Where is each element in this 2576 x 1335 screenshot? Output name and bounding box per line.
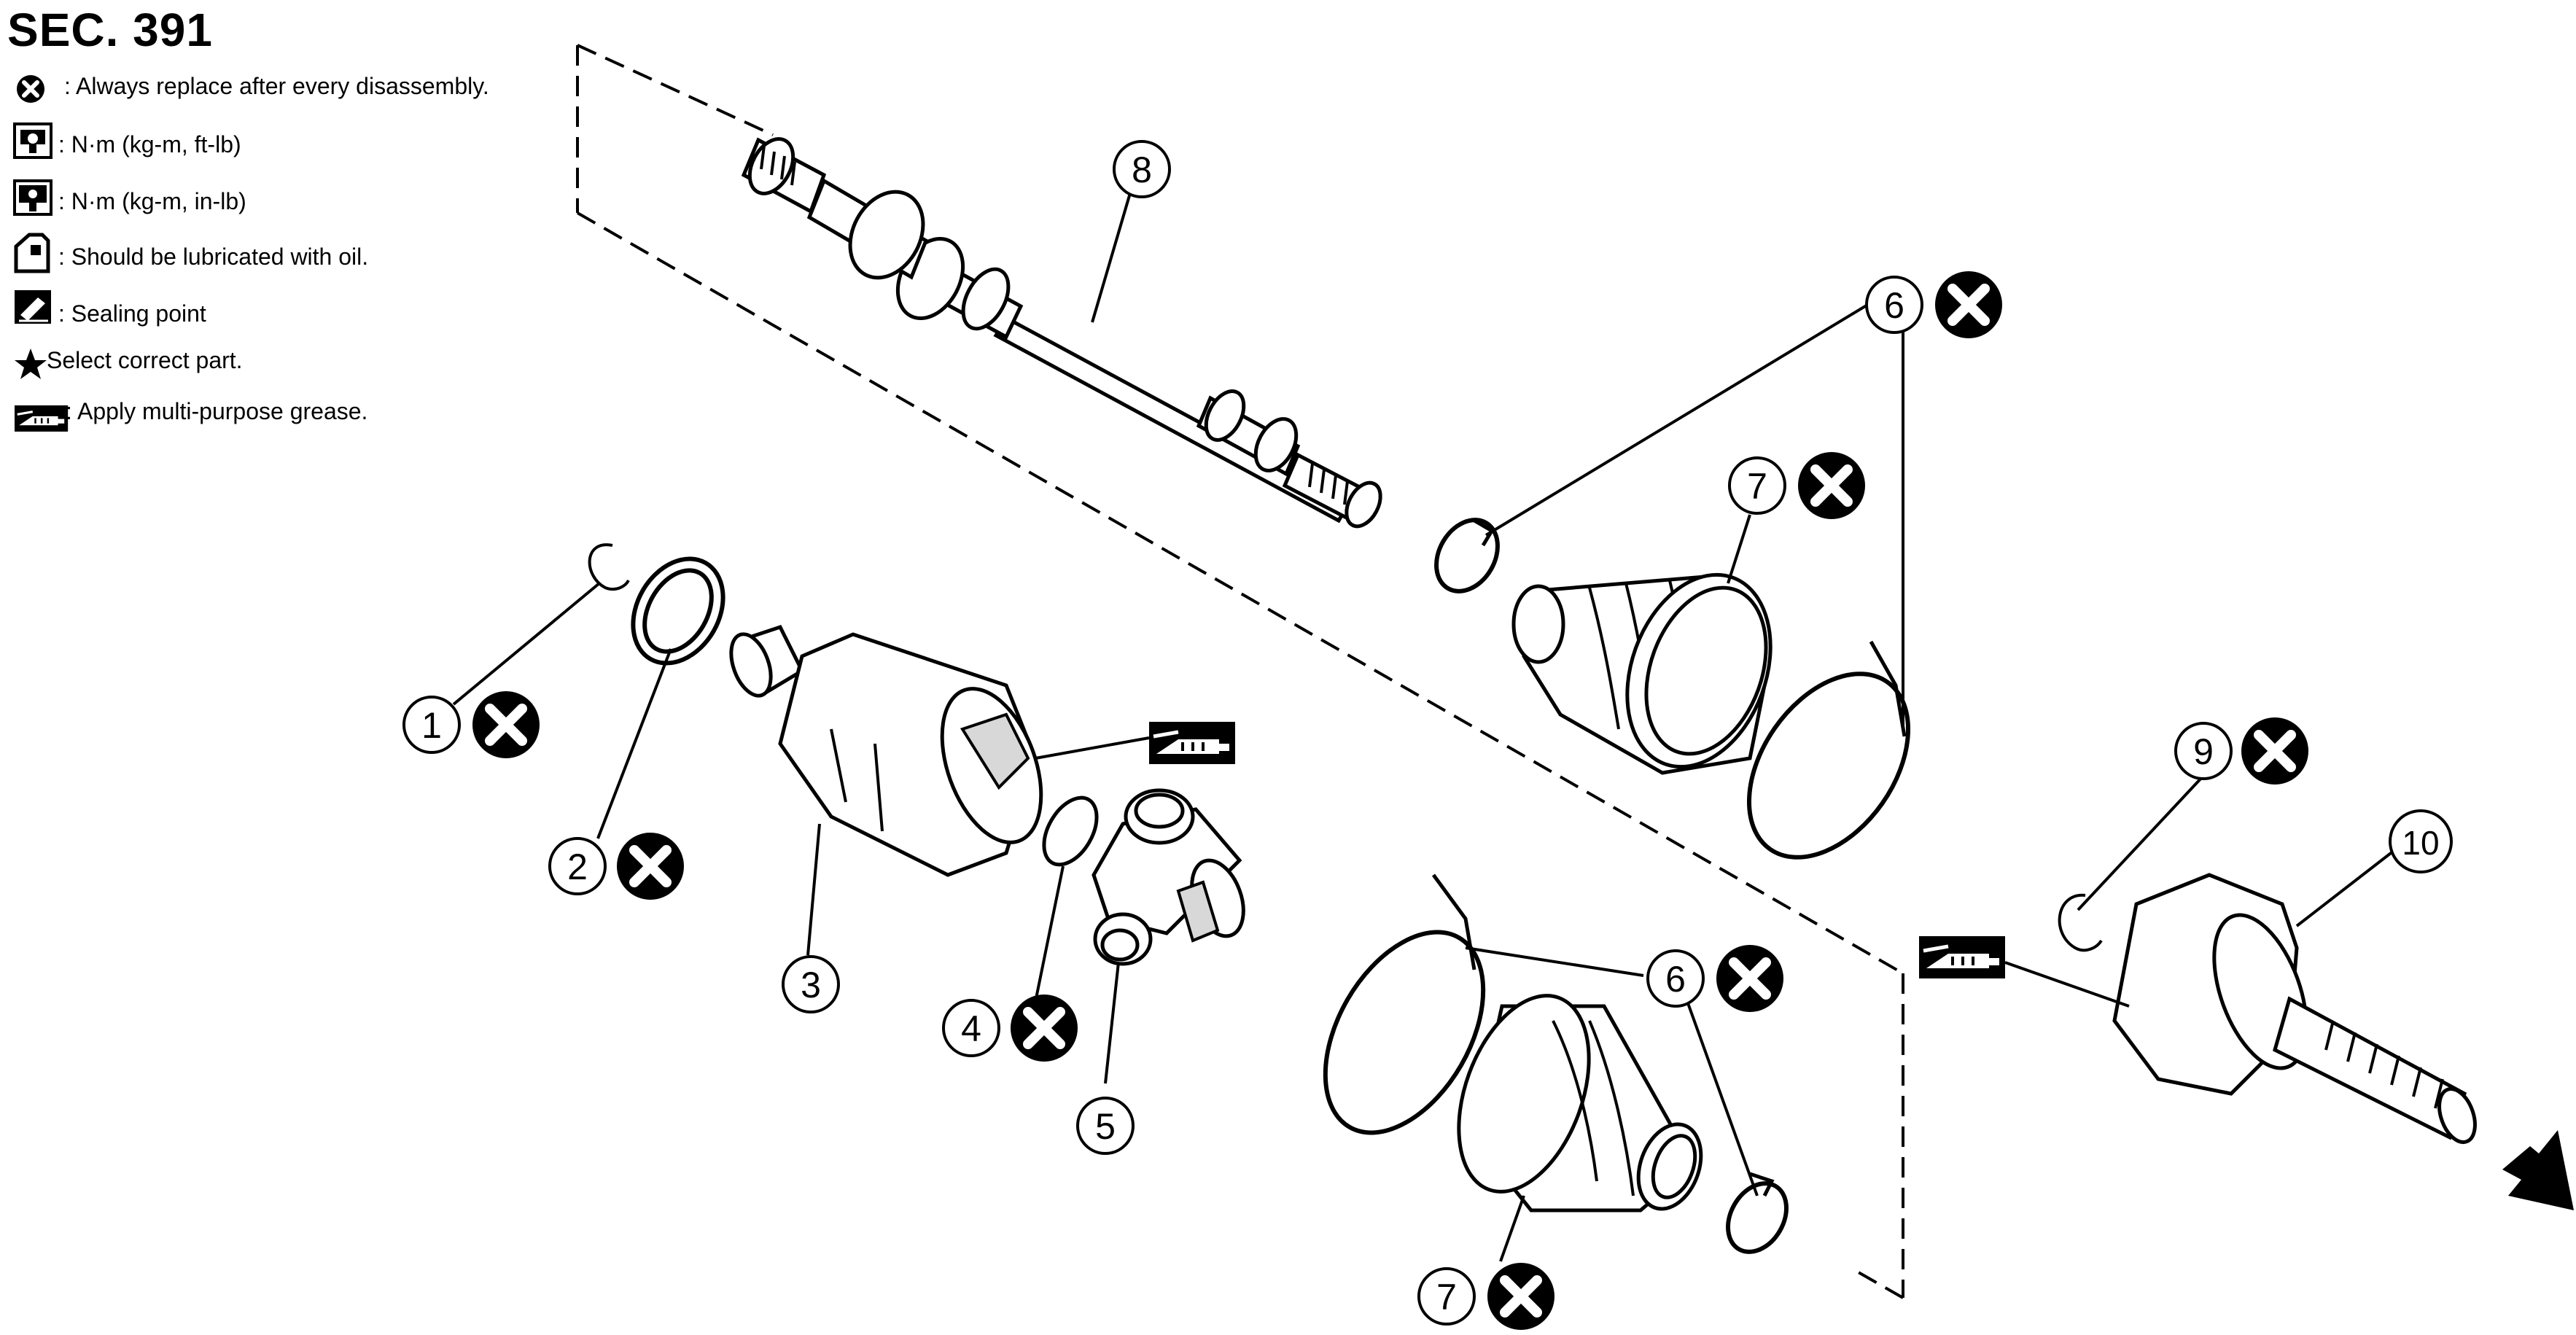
callout-6-upper: 6 — [1865, 276, 1923, 334]
torque-wrench-solid-icon — [13, 179, 52, 216]
svg-text:5: 5 — [1095, 1106, 1116, 1147]
part-1-circlip — [588, 543, 630, 591]
torque-wrench-icon — [13, 122, 52, 159]
part-2-snap-ring — [631, 556, 725, 666]
callout-7-upper: 7 — [1728, 456, 1786, 515]
vehicle-direction-arrow — [2502, 1130, 2574, 1210]
part-5-spider-assembly — [1092, 788, 1245, 966]
callout-5: 5 — [1076, 1097, 1135, 1155]
legend-text-sealing: : Sealing point — [58, 300, 206, 327]
dashed-assembly-outline — [576, 44, 1904, 1299]
replace-x-icon — [1935, 271, 2002, 338]
callout-10: 10 — [2389, 809, 2453, 873]
legend-text-replace: : Always replace after every disassembly… — [64, 73, 489, 99]
svg-text:7: 7 — [1747, 466, 1767, 507]
svg-text:2: 2 — [567, 846, 588, 887]
legend-text-lubricate: : Should be lubricated with oil. — [58, 244, 369, 270]
svg-text:10: 10 — [2402, 824, 2439, 862]
part-8-drive-shaft — [741, 137, 1382, 529]
part-6-boot-band-upper-small — [1434, 518, 1500, 593]
leader-lines — [452, 187, 2402, 1262]
callout-6-lower: 6 — [1646, 949, 1705, 1008]
part-6-boot-band-lower-small — [1726, 1172, 1789, 1254]
star-icon — [15, 349, 47, 379]
legend-text-select-part: Select correct part. — [47, 347, 243, 373]
svg-text:6: 6 — [1665, 959, 1686, 1000]
part-9-circlip — [2058, 893, 2103, 952]
part-10-outer-joint — [2112, 873, 2477, 1144]
callout-3: 3 — [782, 955, 840, 1013]
svg-text:9: 9 — [2193, 731, 2214, 772]
part-7-boot-upper — [1511, 572, 1773, 775]
legend-text-torque-inlb: : N·m (kg-m, in-lb) — [58, 188, 246, 214]
svg-text:1: 1 — [421, 705, 442, 746]
replace-x-icon — [617, 833, 684, 900]
svg-text:7: 7 — [1436, 1277, 1457, 1318]
replace-x-icon — [1716, 945, 1783, 1012]
oil-can-icon — [14, 233, 50, 273]
section-title: SEC. 391 — [7, 4, 213, 56]
part-3-slide-joint-housing — [729, 624, 1043, 877]
replace-x-icon — [1011, 995, 1078, 1062]
callout-2: 2 — [548, 837, 607, 895]
callout-9: 9 — [2174, 722, 2233, 780]
replace-x-icon — [17, 75, 44, 103]
part-7-boot-lower — [1457, 994, 1703, 1213]
svg-text:6: 6 — [1884, 285, 1904, 326]
callout-1: 1 — [402, 696, 461, 754]
grease-gun-icon — [13, 404, 69, 433]
legend-text-grease: : Apply multi-purpose grease. — [66, 398, 368, 424]
replace-x-icon — [2241, 717, 2308, 785]
part-6-boot-band-lower-large — [1323, 873, 1486, 1135]
legend-text-torque-ftlb: : N·m (kg-m, ft-lb) — [58, 131, 241, 157]
svg-text:4: 4 — [961, 1008, 981, 1049]
callout-8: 8 — [1113, 140, 1171, 198]
grease-symbol-housing — [1149, 722, 1235, 764]
grease-symbol-outer-joint — [1919, 936, 2005, 978]
svg-text:8: 8 — [1132, 149, 1152, 190]
callout-4: 4 — [942, 999, 1000, 1057]
svg-text:3: 3 — [801, 965, 821, 1005]
part-4-snap-ring — [1042, 795, 1099, 867]
replace-x-icon — [1487, 1263, 1554, 1330]
replace-x-icon — [1798, 452, 1865, 519]
sealing-point-icon — [15, 290, 51, 324]
replace-x-icon — [472, 691, 540, 758]
callout-7-lower: 7 — [1417, 1267, 1476, 1326]
